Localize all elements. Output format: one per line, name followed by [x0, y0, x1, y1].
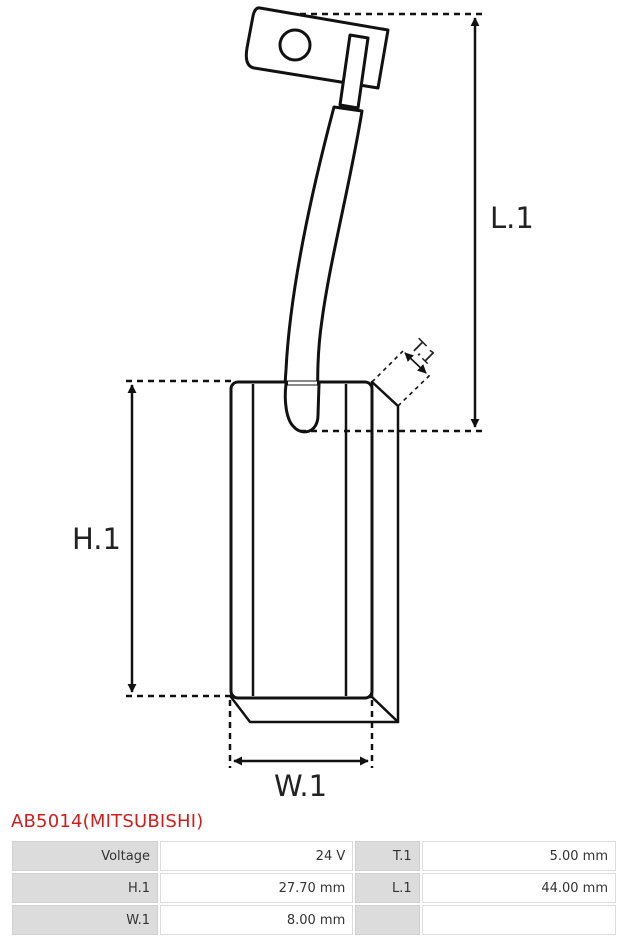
spec-row: W.1 8.00 mm [12, 905, 616, 935]
spec-label: Voltage [12, 841, 158, 871]
width-dimension: W.1 [228, 700, 374, 803]
spec-label: W.1 [12, 905, 158, 935]
terminal-lug [244, 6, 390, 110]
length-label: L.1 [490, 201, 534, 235]
carbon-brush-diagram: L.1 H.1 W.1 T.1 [72, 6, 534, 803]
height-label: H.1 [72, 522, 121, 556]
height-dimension: H.1 [72, 379, 231, 698]
product-title: AB5014(MITSUBISHI) [11, 811, 204, 832]
spec-value: 27.70 mm [159, 873, 354, 903]
spec-value: 24 V [159, 841, 354, 871]
spec-row: H.1 27.70 mm L.1 44.00 mm [12, 873, 616, 903]
spec-value: 8.00 mm [159, 905, 354, 935]
lug-tab [338, 33, 370, 110]
spec-label [355, 905, 420, 935]
lug-hole [278, 28, 312, 62]
spec-label: H.1 [12, 873, 158, 903]
thickness-label: T.1 [406, 335, 440, 369]
spec-value [421, 905, 616, 935]
spec-value: 5.00 mm [421, 841, 616, 871]
length-dimension: L.1 [300, 12, 534, 433]
spec-row: Voltage 24 V T.1 5.00 mm [12, 841, 616, 871]
spec-value: 44.00 mm [421, 873, 616, 903]
brush-block [229, 380, 400, 724]
spec-table: Voltage 24 V T.1 5.00 mm H.1 27.70 mm L.… [10, 839, 618, 937]
spec-label: T.1 [355, 841, 420, 871]
spec-label: L.1 [355, 873, 420, 903]
width-label: W.1 [274, 769, 327, 803]
